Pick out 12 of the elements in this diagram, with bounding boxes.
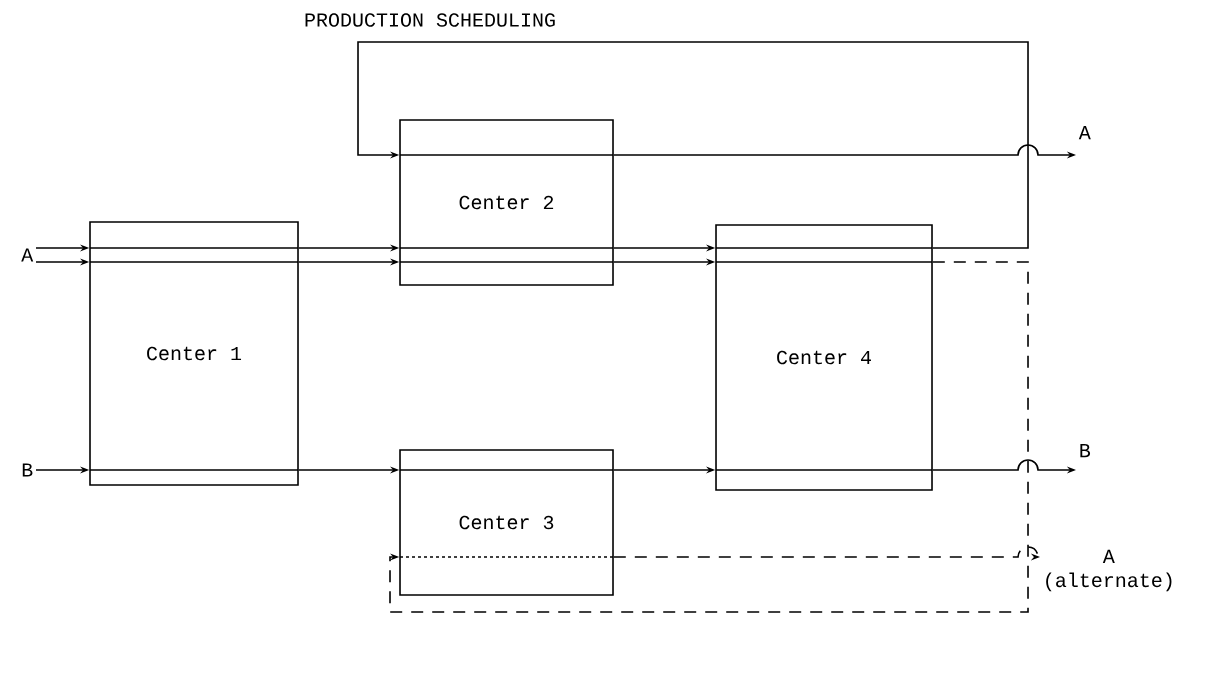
center-box: Center 3 [399,449,614,596]
center-box: Center 2 [399,119,614,286]
center-box: Center 4 [715,224,933,491]
arrow [389,261,1029,613]
arrow [357,41,1029,249]
center-box: Center 1 [89,221,299,486]
flow-label: A [1078,126,1091,140]
flow-label: A [21,248,34,262]
flow-label: B [22,463,33,477]
flow-label: A (alternate) [1046,549,1172,592]
flow-label: B [1080,444,1091,458]
title: PRODUCTION SCHEDULING [305,13,555,27]
